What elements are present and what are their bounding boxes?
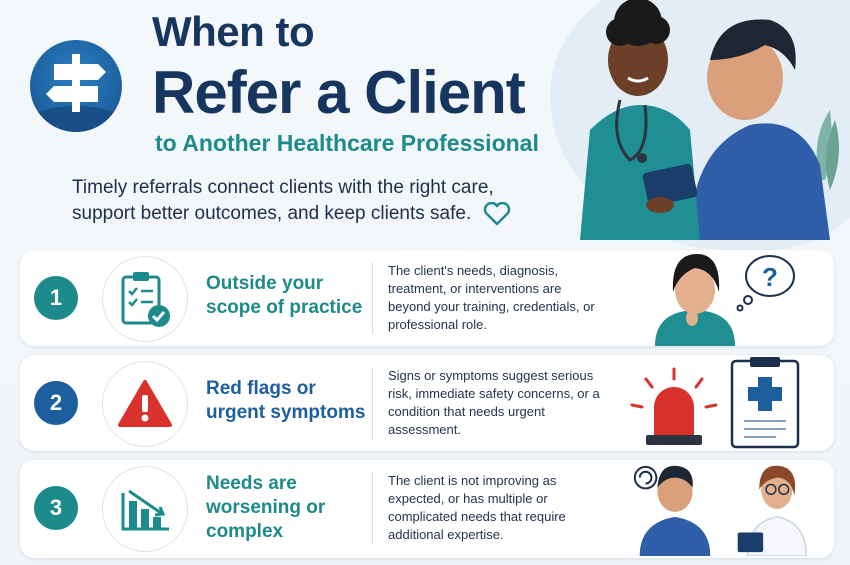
heart-icon <box>483 201 510 226</box>
reason-title: Needs are worsening or complex <box>206 473 326 542</box>
reason-title: Red flags or urgent symptoms <box>206 378 366 423</box>
divider <box>372 262 373 334</box>
intro-text: Timely referrals connect clients with th… <box>72 175 512 227</box>
reason-card-2: 2 Red flags or urgent symptoms Signs or … <box>20 355 834 451</box>
reason-description: The client's needs, diagnosis, treatment… <box>388 263 595 332</box>
thinking-client-illustration: ? <box>655 254 795 346</box>
reason-card-1: 1 Outside your scope of practice The cli… <box>20 250 834 346</box>
step-number: 3 <box>34 486 78 530</box>
siren-and-chart-illustration <box>630 357 800 449</box>
divider <box>372 472 373 544</box>
declining-chart-icon <box>121 489 169 531</box>
icon-circle <box>102 361 188 447</box>
intro-sentence: Timely referrals connect clients with th… <box>72 177 494 224</box>
step-number: 1 <box>34 276 78 320</box>
signpost-logo <box>30 40 122 132</box>
clipboard-check-icon <box>121 272 170 327</box>
page-title-line1: When to <box>152 8 315 55</box>
svg-text:?: ? <box>762 262 778 292</box>
icon-circle <box>102 256 188 342</box>
divider <box>372 367 373 439</box>
warning-icon <box>118 380 172 427</box>
reason-card-3: 3 Needs are worsening or complex The cli… <box>20 460 834 558</box>
page-title: Refer a Client <box>152 59 526 126</box>
page-subtitle: to Another Healthcare Professional <box>155 130 539 156</box>
step-number: 2 <box>34 381 78 425</box>
reason-description: The client is not improving as expected,… <box>388 473 566 542</box>
signpost-icon <box>46 54 106 112</box>
icon-circle <box>102 466 188 552</box>
reason-title: Outside your scope of practice <box>206 273 363 318</box>
reason-description: Signs or symptoms suggest serious risk, … <box>388 368 600 437</box>
client-and-clinician-illustration <box>633 465 807 556</box>
nurse-and-patient-illustration <box>580 0 839 240</box>
